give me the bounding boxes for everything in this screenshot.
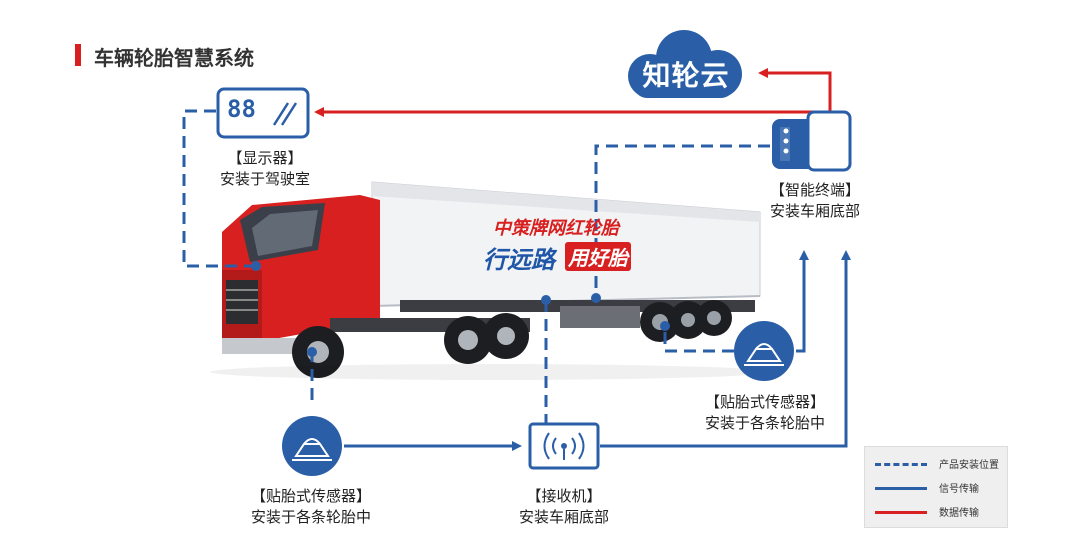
tractor-wheels xyxy=(292,313,529,378)
cloud-icon xyxy=(628,30,742,98)
legend-swatch-blue xyxy=(875,487,927,490)
title-accent-bar xyxy=(75,44,81,66)
sensor-right-sublabel: 安装于各条轮胎中 xyxy=(704,414,825,432)
sensor-right-label: 【贴胎式传感器】 xyxy=(704,393,825,411)
signal-transmission-lines xyxy=(344,250,851,451)
truck-brand-line1: 中策牌网红轮胎 xyxy=(493,218,619,239)
receiver-caption: 【接收机】 安装车厢底部 xyxy=(494,486,634,528)
truck-brand-line3: 用好胎 xyxy=(565,242,631,271)
display-sublabel: 安装于驾驶室 xyxy=(219,170,310,188)
sensor-left-caption: 【贴胎式传感器】 安装于各条轮胎中 xyxy=(236,486,386,528)
receiver-icon xyxy=(528,422,600,470)
legend-label: 信号传输 xyxy=(939,484,979,495)
terminal-caption: 【智能终端】 安装车厢底部 xyxy=(745,180,885,222)
sensor-left-sublabel: 安装于各条轮胎中 xyxy=(250,508,371,526)
legend-swatch-dashed xyxy=(875,463,927,466)
display-digits: 88 xyxy=(227,95,256,123)
terminal-label: 【智能终端】 xyxy=(769,181,860,199)
sensor-left-label: 【贴胎式传感器】 xyxy=(250,487,371,505)
legend-item-signal: 信号传输 xyxy=(875,481,1005,495)
receiver-label: 【接收机】 xyxy=(526,487,602,505)
truck-brand-line2: 行远路 xyxy=(483,246,555,274)
display-caption: 【显示器】 安装于驾驶室 xyxy=(195,148,335,190)
terminal-icon xyxy=(772,110,852,172)
data-transmission-lines xyxy=(314,68,832,117)
sensor-right-caption: 【贴胎式传感器】 安装于各条轮胎中 xyxy=(690,392,840,434)
sensor-icon-right xyxy=(734,321,794,381)
display-label: 【显示器】 xyxy=(227,149,303,167)
cloud-label: 知轮云 xyxy=(642,59,730,92)
legend-swatch-red xyxy=(875,511,927,514)
legend-label: 数据传输 xyxy=(939,508,979,519)
legend-label: 产品安装位置 xyxy=(939,460,999,471)
display-icon xyxy=(216,87,310,139)
receiver-sublabel: 安装车厢底部 xyxy=(518,508,609,526)
legend-item-install-position: 产品安装位置 xyxy=(875,457,1005,471)
trailer-wheels xyxy=(640,300,732,342)
terminal-sublabel: 安装车厢底部 xyxy=(769,202,860,220)
page-title: 车辆轮胎智慧系统 xyxy=(94,46,254,70)
sensor-icon-left xyxy=(282,416,342,476)
legend-item-data: 数据传输 xyxy=(875,505,1005,519)
truck-illustration xyxy=(210,181,770,380)
legend: 产品安装位置 信号传输 数据传输 xyxy=(864,446,1008,528)
